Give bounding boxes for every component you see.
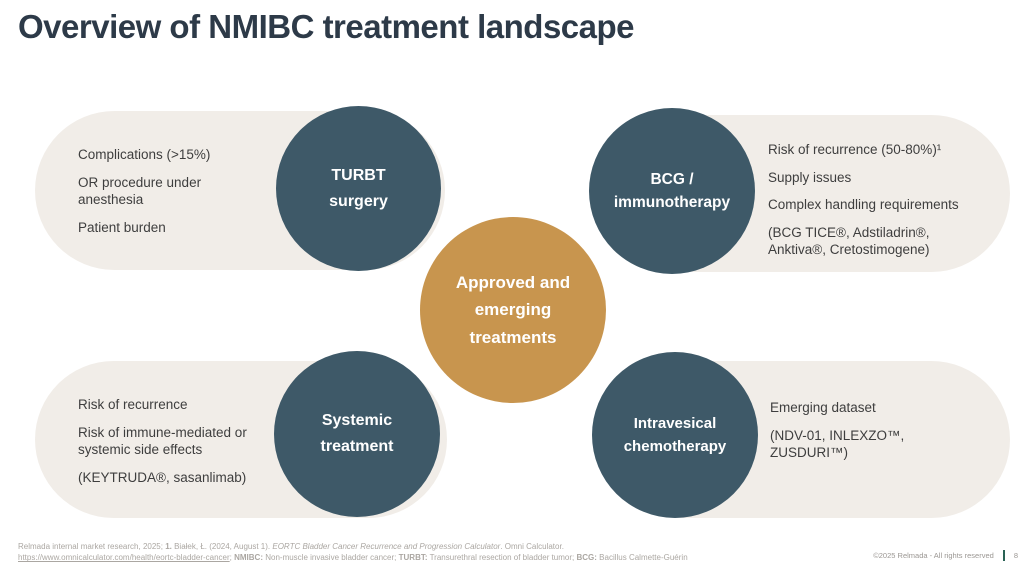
footnote-segment: Relmada internal market research, 2025; bbox=[18, 542, 166, 551]
copyright-text: ©2025 Relmada - All rights reserved bbox=[873, 551, 994, 560]
footnote-segment: Białek, Ł. (2024, August 1). bbox=[171, 542, 273, 551]
circle-label: Systemic treatment bbox=[320, 412, 394, 455]
card-bcg-bullets: Risk of recurrence (50-80%)¹ Supply issu… bbox=[768, 141, 990, 269]
source-link[interactable]: https://www.omnicalculator.com/health/eo… bbox=[18, 553, 230, 563]
footnote-segment: 1. bbox=[165, 542, 172, 551]
footnote-segment: Non-muscle invasive bladder cancer; bbox=[263, 553, 399, 563]
bullet-item: OR procedure under anesthesia bbox=[78, 174, 202, 208]
bullet-item: (BCG TICE®, Adstiladrin®, Anktiva®, Cret… bbox=[768, 224, 930, 258]
circle-approved-emerging-treatments: Approved and emerging treatments bbox=[420, 217, 606, 403]
copyright-bar: ©2025 Relmada - All rights reserved 8 bbox=[873, 550, 1018, 561]
circle-bcg-immunotherapy: BCG / immunotherapy bbox=[589, 108, 755, 274]
divider bbox=[1002, 550, 1005, 561]
footnote-segment: TURBT: bbox=[398, 553, 428, 563]
circle-label: Intravesical chemotherapy bbox=[623, 414, 727, 455]
footnote-segment: BCG: bbox=[576, 553, 597, 563]
bullet-item: (NDV-01, INLEXZO™, ZUSDURI™) bbox=[770, 427, 905, 461]
circle-label: Approved and emerging treatments bbox=[455, 273, 571, 347]
bullet-item: Complex handling requirements bbox=[768, 197, 959, 213]
footnote-segment: . Omni Calculator. bbox=[500, 542, 564, 551]
footnote-line-1: Relmada internal market research, 2025; … bbox=[18, 541, 688, 552]
card-systemic-bullets: Risk of recurrence Risk of immune-mediat… bbox=[78, 396, 268, 496]
footnote-segment: ; bbox=[229, 553, 235, 563]
circle-intravesical-chemotherapy: Intravesical chemotherapy bbox=[592, 352, 758, 518]
footnote-segment: NMIBC: bbox=[234, 553, 263, 563]
circle-label: BCG / immunotherapy bbox=[613, 170, 731, 211]
bullet-item: Risk of recurrence (50-80%)¹ bbox=[768, 142, 942, 157]
bullet-item: Risk of immune-mediated or systemic side… bbox=[78, 424, 247, 458]
page-number: 8 bbox=[1013, 551, 1018, 560]
bullet-item: Emerging dataset bbox=[770, 400, 876, 415]
circle-label: TURBT surgery bbox=[329, 166, 388, 210]
page-title: Overview of NMIBC treatment landscape bbox=[18, 8, 635, 45]
circle-turbt-surgery: TURBT surgery bbox=[276, 106, 441, 271]
footnote-segment: Transurethral resection of bladder tumor… bbox=[427, 553, 577, 563]
footnote: Relmada internal market research, 2025; … bbox=[18, 541, 688, 563]
bullet-item: Supply issues bbox=[768, 169, 852, 185]
card-intravesical-bullets: Emerging dataset (NDV-01, INLEXZO™, ZUSD… bbox=[770, 399, 938, 472]
circle-systemic-treatment: Systemic treatment bbox=[274, 351, 440, 517]
footnote-segment: EORTC Bladder Cancer Recurrence and Prog… bbox=[272, 542, 501, 551]
bullet-item: Patient burden bbox=[78, 219, 166, 235]
bullet-item: Complications (>15%) bbox=[78, 147, 211, 162]
card-turbt-bullets: Complications (>15%) OR procedure under … bbox=[78, 146, 256, 246]
footnote-line-2: https://www.omnicalculator.com/health/eo… bbox=[18, 552, 688, 563]
footnote-segment: Bacillus Calmette-Guérin bbox=[596, 553, 688, 563]
bullet-item: (KEYTRUDA®, sasanlimab) bbox=[78, 469, 247, 485]
bullet-item: Risk of recurrence bbox=[78, 397, 188, 412]
